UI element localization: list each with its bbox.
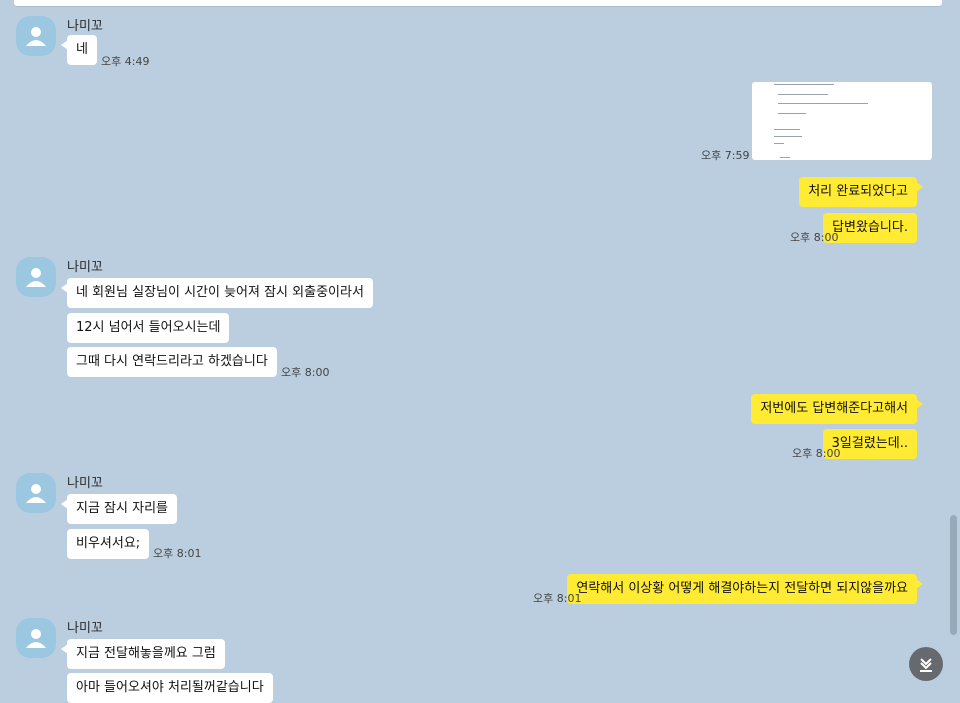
- outgoing-message[interactable]: 저번에도 답변해준다고해서: [751, 394, 923, 424]
- person-icon: [26, 484, 46, 503]
- person-icon: [26, 268, 46, 287]
- contact-name: 나미꼬: [67, 476, 103, 491]
- message-time: 오후 7:59: [701, 149, 750, 162]
- shared-image-thumbnail[interactable]: [752, 82, 932, 160]
- incoming-message[interactable]: 12시 넘어서 들어오시는데: [67, 313, 230, 343]
- incoming-message[interactable]: 아마 들어오셔야 처리될꺼같습니다: [67, 673, 273, 703]
- contact-avatar[interactable]: [16, 16, 56, 56]
- contact-name: 나미꼬: [67, 260, 103, 275]
- message-time: 오후 4:49: [101, 55, 150, 68]
- incoming-message[interactable]: 그때 다시 연락드리라고 하겠습니다: [67, 347, 277, 377]
- message-time: 오후 8:01: [533, 592, 582, 605]
- message-time: 오후 8:01: [153, 547, 202, 560]
- outgoing-message[interactable]: 답변왔습니다.: [823, 213, 917, 243]
- person-icon: [26, 27, 46, 46]
- contact-avatar[interactable]: [16, 618, 56, 658]
- message-time: 오후 8:00: [281, 366, 330, 379]
- contact-name: 나미꼬: [67, 621, 103, 636]
- scroll-to-bottom-button[interactable]: [909, 647, 943, 681]
- message-input-area-edge: [14, 0, 942, 6]
- contact-avatar[interactable]: [16, 473, 56, 513]
- contact-avatar[interactable]: [16, 257, 56, 297]
- incoming-message[interactable]: 네: [61, 35, 97, 65]
- incoming-message[interactable]: 비우셔서요;: [67, 529, 150, 559]
- scrollbar-thumb[interactable]: [950, 515, 957, 635]
- scroll-to-bottom-icon: [920, 658, 932, 672]
- outgoing-message[interactable]: 처리 완료되었다고: [799, 177, 923, 207]
- contact-name: 나미꼬: [67, 19, 103, 34]
- person-icon: [26, 629, 46, 648]
- outgoing-message[interactable]: 연락해서 이상황 어떻게 해결야하는지 전달하면 되지않을까요: [567, 574, 923, 604]
- incoming-message[interactable]: 지금 잠시 자리를: [61, 494, 177, 524]
- incoming-message[interactable]: 네 회원님 실장님이 시간이 늦어져 잠시 외출중이라서: [61, 278, 373, 308]
- message-time: 오후 8:00: [792, 447, 841, 460]
- outgoing-message[interactable]: 3일걸렸는데..: [822, 429, 917, 459]
- message-time: 오후 8:00: [790, 231, 839, 244]
- incoming-message[interactable]: 지금 전달해놓을께요 그럼: [61, 639, 225, 669]
